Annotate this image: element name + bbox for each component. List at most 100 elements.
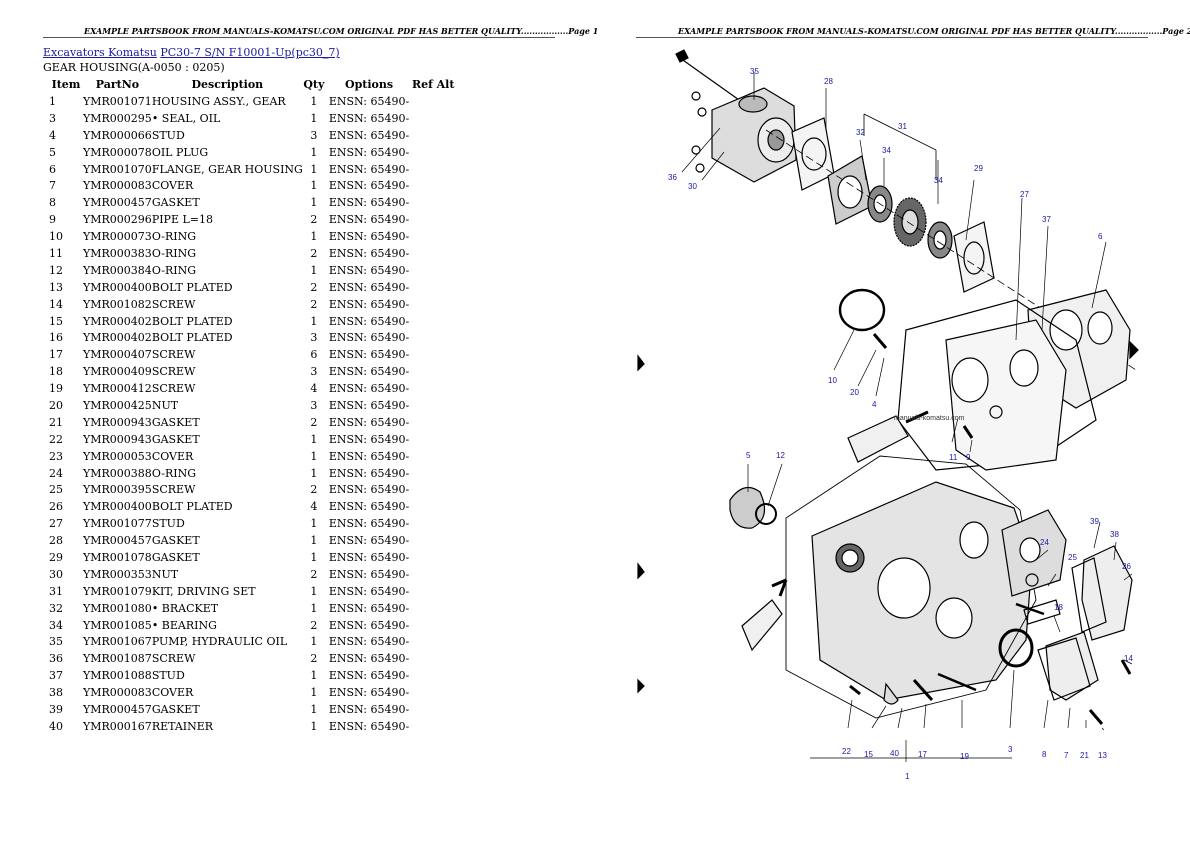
- cell-options: ENSN: 65490-: [328, 297, 410, 311]
- cell-description: GASKET: [151, 432, 200, 446]
- cell-options: ENSN: 65490-: [328, 331, 410, 345]
- breadcrumb: Excavators Komatsu PC30-7 S/N F10001-Up(…: [43, 46, 340, 59]
- cell-partno: YMR001077: [83, 517, 152, 531]
- callout-18: 18: [1054, 603, 1063, 612]
- cell-item: 22: [49, 432, 63, 446]
- cell-ref-alt: [409, 684, 457, 701]
- callout-34a: 34: [882, 146, 891, 155]
- cell-qty: 1: [310, 314, 318, 328]
- cell-description: SCREW: [151, 297, 196, 311]
- cell-partno: YMR001085: [83, 618, 152, 632]
- callout-24: 24: [1040, 538, 1049, 547]
- cell-item: 15: [49, 314, 63, 328]
- cell-options: ENSN: 65490-: [328, 280, 410, 294]
- cell-ref-alt: [409, 93, 457, 110]
- cover-7-shape: [1045, 631, 1099, 701]
- cell-options: ENSN: 65490-: [328, 550, 410, 564]
- cell-qty: 2: [310, 280, 318, 294]
- cell-qty: 4: [310, 500, 318, 514]
- cell-item: 39: [49, 703, 63, 716]
- cell-ref-alt: [409, 600, 457, 617]
- callout-32: 32: [856, 128, 865, 137]
- cell-description: PUMP, HYDRAULIC OIL: [151, 635, 288, 649]
- cell-qty: 3: [310, 331, 318, 345]
- cell-options: ENSN: 65490-: [328, 382, 410, 396]
- cell-qty: 1: [310, 230, 318, 244]
- cell-item: 14: [49, 297, 63, 311]
- cell-partno: YMR000078: [83, 145, 152, 159]
- cell-options: ENSN: 65490-: [328, 230, 410, 244]
- callout-20: 20: [850, 388, 859, 397]
- cell-options: ENSN: 65490-: [328, 567, 410, 581]
- cell-ref-alt: [409, 532, 457, 549]
- cell-description: O-RING: [151, 230, 196, 244]
- cell-description: GASKET: [151, 534, 200, 548]
- cell-partno: YMR001087: [83, 652, 152, 666]
- breadcrumb-link-category[interactable]: Excavators Komatsu: [43, 46, 157, 59]
- callout-8: 8: [1042, 750, 1047, 759]
- cell-qty: 1: [310, 669, 318, 683]
- o-ring-12-shape: [755, 503, 777, 525]
- cell-partno: YMR000402: [83, 331, 152, 345]
- cell-partno: YMR000943: [83, 415, 152, 429]
- col-header-ref-alt: Ref Alt: [411, 78, 455, 91]
- cell-partno: YMR001079: [83, 584, 152, 598]
- cell-ref-alt: [409, 346, 457, 363]
- cell-qty: 1: [310, 263, 318, 277]
- cell-description: GASKET: [151, 550, 200, 564]
- cell-item: 29: [49, 550, 63, 564]
- cell-ref-alt: [409, 245, 457, 262]
- callout-1: 1: [905, 772, 910, 781]
- callout-14: 14: [1124, 654, 1133, 663]
- cell-item: 6: [49, 162, 56, 176]
- cell-options: ENSN: 65490-: [328, 145, 410, 159]
- cell-qty: 1: [310, 111, 318, 125]
- callout-9: 9: [966, 453, 971, 462]
- cell-partno: YMR000457: [83, 534, 152, 548]
- breadcrumb-link-model[interactable]: PC30-7 S/N F10001-Up(pc30_7): [160, 46, 340, 59]
- cell-description: KIT, DRIVING SET: [151, 584, 256, 598]
- cell-options: ENSN: 65490-: [328, 179, 410, 193]
- cell-ref-alt: [409, 296, 457, 313]
- callout-3: 3: [1008, 745, 1013, 754]
- diagram-watermark: manuals-komatsu.com: [894, 415, 965, 422]
- callout-4: 4: [872, 400, 877, 409]
- cell-description: O-RING: [151, 263, 196, 277]
- cell-options: ENSN: 65490-: [328, 263, 410, 277]
- exploded-parts-diagram: 35 28 32 31 34 34 29 36 30 27 37 6 10 20…: [637, 49, 1139, 781]
- cell-description: STUD: [151, 517, 185, 531]
- callout-37: 37: [1042, 215, 1051, 224]
- cell-ref-alt: [409, 465, 457, 482]
- cell-partno: YMR000384: [83, 263, 152, 277]
- cell-qty: 1: [310, 162, 318, 176]
- cell-item: 30: [49, 567, 63, 581]
- cell-partno: YMR000353: [83, 567, 152, 581]
- cell-description: STUD: [151, 669, 185, 683]
- cell-item: 16: [49, 331, 63, 345]
- col-header-qty: Qty: [303, 78, 325, 91]
- callout-38: 38: [1110, 530, 1119, 539]
- cell-partno: YMR001067: [83, 635, 152, 649]
- cell-ref-alt: [409, 329, 457, 346]
- cell-ref-alt: [409, 161, 457, 178]
- cell-ref-alt: [409, 144, 457, 161]
- cell-description: O-RING: [151, 246, 196, 260]
- cell-ref-alt: [409, 549, 457, 566]
- cell-qty: 2: [310, 483, 318, 497]
- cell-item: 8: [49, 196, 56, 210]
- cell-ref-alt: [409, 701, 457, 718]
- cell-item: 19: [49, 382, 63, 396]
- cell-partno: YMR000407: [83, 348, 152, 362]
